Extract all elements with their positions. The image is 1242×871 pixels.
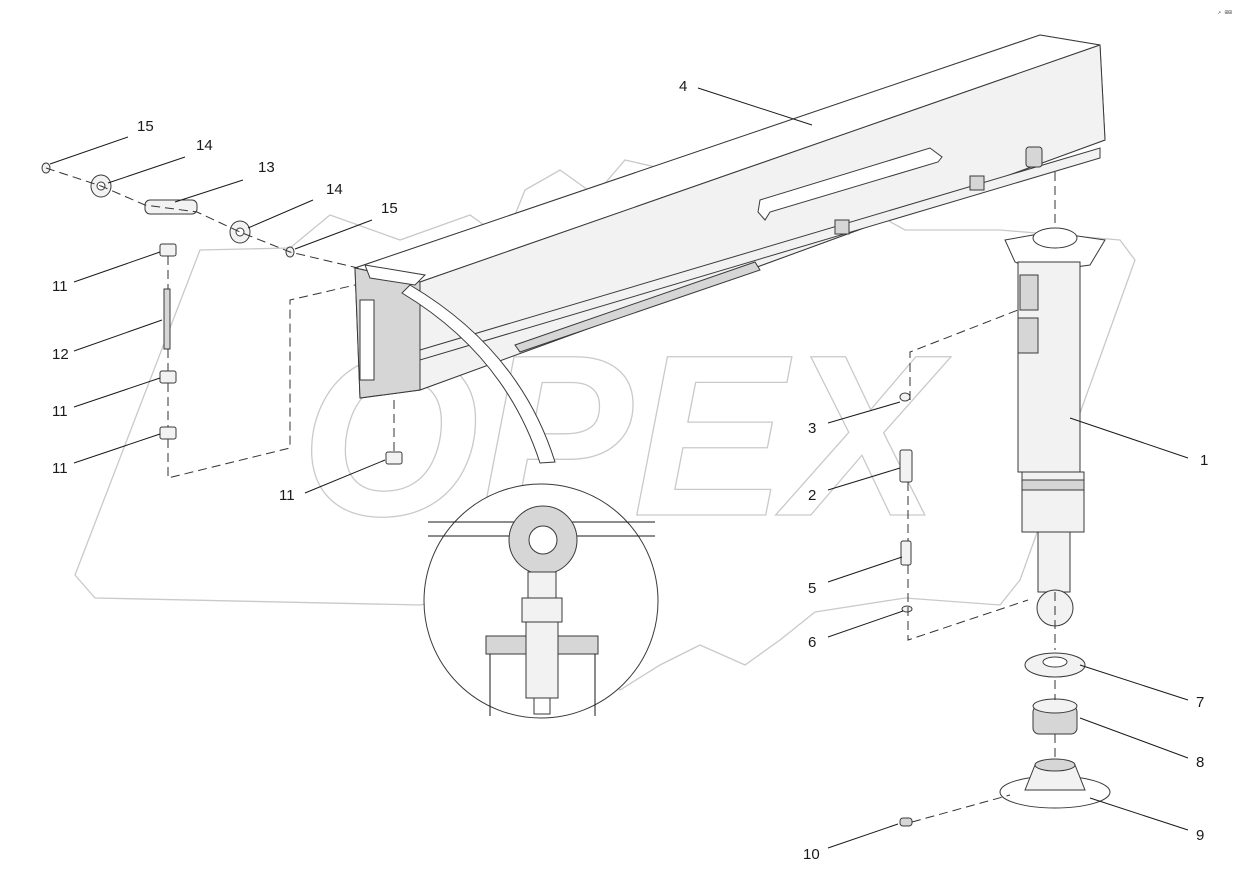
- swing-arc: [401, 284, 556, 464]
- base-parts: [899, 652, 1111, 827]
- label-10: 10: [803, 846, 820, 863]
- label-11-boom: 11: [279, 487, 295, 504]
- column: [1004, 227, 1106, 627]
- part-labels: 1 2 3 4 5 6 7 8 9 10 11 11 11 11 12 13 1…: [52, 78, 1208, 863]
- label-9: 9: [1196, 827, 1204, 844]
- label-14-right: 14: [326, 181, 343, 198]
- label-6: 6: [808, 634, 816, 651]
- label-5: 5: [808, 580, 816, 597]
- label-15-left: 15: [137, 118, 154, 135]
- label-1: 1: [1200, 452, 1208, 469]
- label-4: 4: [679, 78, 687, 95]
- detail-view: [423, 483, 659, 719]
- assembly-lines: [45, 167, 1056, 823]
- label-15-right: 15: [381, 200, 398, 217]
- label-14-left: 14: [196, 137, 213, 154]
- label-3: 3: [808, 420, 816, 437]
- label-8: 8: [1196, 754, 1204, 771]
- watermark-gear-outline: [74, 159, 1136, 691]
- label-11-top: 11: [52, 278, 68, 295]
- label-11-middle: 11: [52, 403, 68, 420]
- label-11-bottom: 11: [52, 460, 68, 477]
- corner-mark: ↗ ⊞⊞: [1218, 9, 1233, 16]
- label-13: 13: [258, 159, 275, 176]
- leader-lines: [49, 87, 1189, 849]
- label-7: 7: [1196, 694, 1204, 711]
- boom-arm: [353, 34, 1106, 399]
- label-12: 12: [52, 346, 69, 363]
- label-2: 2: [808, 487, 816, 504]
